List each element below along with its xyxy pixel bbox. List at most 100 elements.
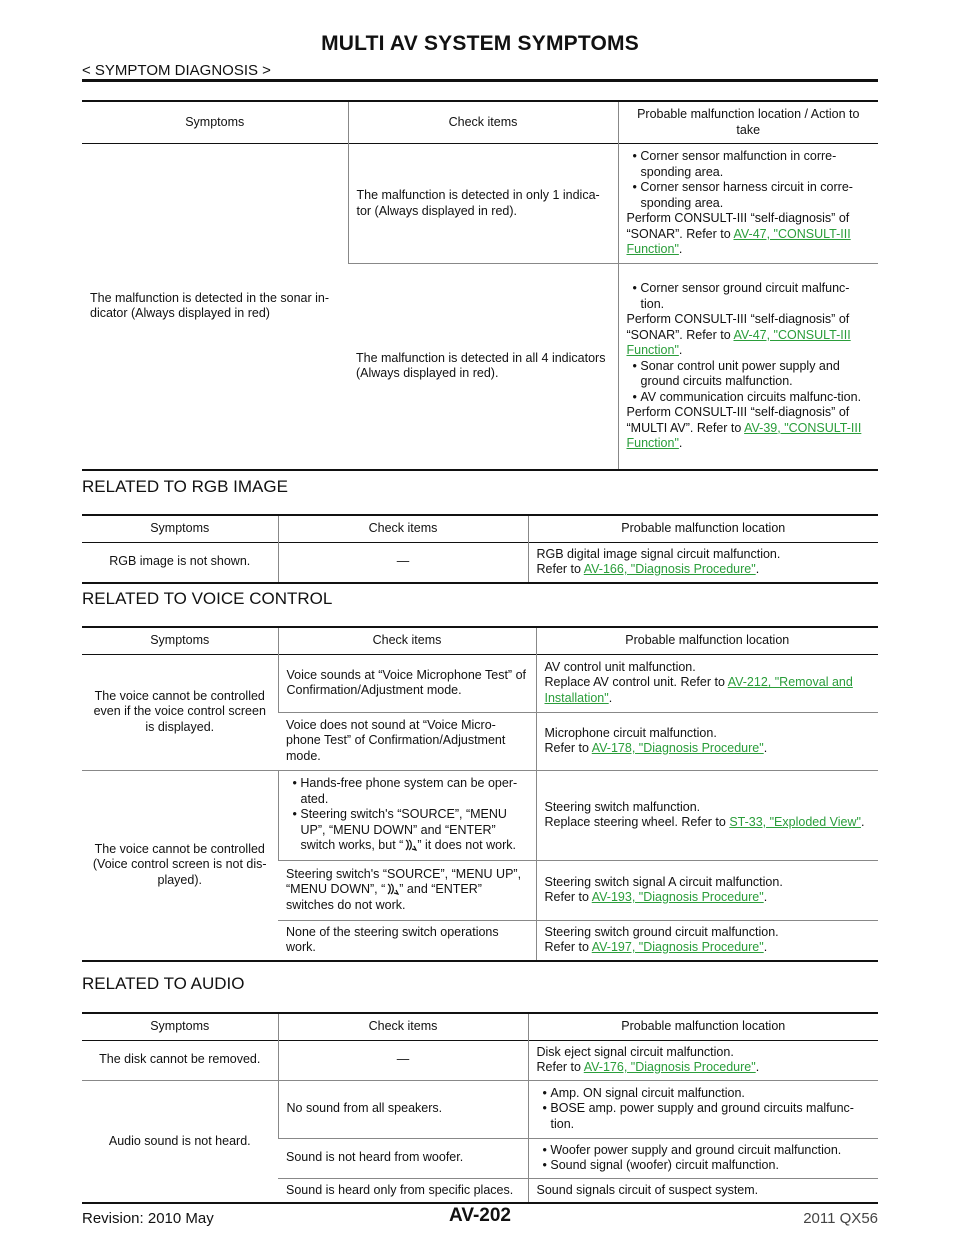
table-header-row: Symptoms Check items Probable malfunctio… [82, 1013, 878, 1040]
check-cell: Voice does not sound at “Voice Micro-pho… [286, 717, 506, 763]
header-probable-location: Probable malfunction location / Action t… [617, 101, 878, 144]
check-cell: Voice sounds at “Voice Microphone Test” … [277, 654, 536, 712]
header-rule [82, 79, 878, 82]
table-row: The disk cannot be removed. — Disk eject… [82, 1040, 878, 1080]
section-heading-rgb: RELATED TO RGB IMAGE [82, 477, 288, 496]
check-cell: The malfunction is detected in only 1 in… [347, 143, 618, 264]
instruction-text: Perform CONSULT-III “self-diagnosis” of … [626, 211, 850, 241]
check-cell: The malfunction is detected in all 4 ind… [356, 350, 606, 381]
table-row: The malfunction is detected in the sonar… [82, 143, 878, 320]
list-item: Woofer power supply and ground circuit m… [537, 1143, 871, 1159]
list-item: Sonar control unit power supply and grou… [627, 359, 871, 390]
check-text: ” and “ENTER” switches do not work. [286, 882, 482, 912]
link-av-176[interactable]: AV-176, "Diagnosis Procedure" [583, 1060, 756, 1074]
location-cell: Steering switch ground circuit malfuncti… [535, 920, 878, 961]
link-av-39[interactable]: AV-39, "CONSULT-III Function" [626, 420, 862, 451]
header-check-items: Check items [347, 101, 618, 144]
location-cell: Steering switch malfunction. Replace ste… [535, 770, 878, 860]
location-cell: Corner sensor malfunction in corre-spond… [617, 143, 878, 264]
list-item: BOSE amp. power supply and ground circui… [537, 1101, 871, 1132]
check-cell: Steering switch's “SOURCE”, “MENU UP”, “… [278, 860, 536, 920]
vehicle-model: 2011 QX56 [803, 1210, 878, 1227]
link-av-47[interactable]: AV-47, "CONSULT-III Function" [626, 226, 851, 257]
header-symptoms: Symptoms [150, 1019, 210, 1033]
header-check-items: Check items [277, 627, 536, 654]
check-cell: Sound is not heard from woofer. [286, 1150, 464, 1165]
table-row: RGB image is not shown. — RGB digital im… [82, 542, 878, 583]
location-text: Disk eject signal circuit malfunction. [536, 1044, 734, 1059]
header-check-items: Check items [277, 1013, 528, 1040]
table-header-row: Symptoms Check items Probable malfunctio… [82, 515, 878, 542]
refer-text: Refer to [544, 940, 592, 954]
location-text: Steering switch ground circuit malfuncti… [544, 924, 779, 939]
page-title: MULTI AV SYSTEM SYMPTOMS [321, 32, 639, 55]
list-item: AV communication circuits malfunc-tion. [627, 390, 871, 406]
table-row: The voice cannot be controlled even if t… [82, 654, 878, 734]
rgb-symptoms-table: Symptoms Check items Probable malfunctio… [82, 514, 878, 584]
table-row: Sound is not heard from woofer. Woofer p… [82, 1138, 878, 1178]
table-row: Steering switch's “SOURCE”, “MENU UP”, “… [82, 860, 878, 920]
location-cell: AV control unit malfunction. Replace AV … [535, 654, 878, 712]
table-header-row: Symptoms Check items Probable malfunctio… [82, 101, 878, 144]
symptom-cell: The voice cannot be controlled (Voice co… [92, 841, 267, 887]
bullet-text: Steering switch's “SOURCE”, “MENU UP”, “… [300, 807, 507, 853]
location-cell: Disk eject signal circuit malfunction. R… [527, 1040, 878, 1080]
location-cell: RGB digital image signal circuit malfunc… [527, 542, 878, 583]
link-av-166[interactable]: AV-166, "Diagnosis Procedure" [583, 562, 756, 576]
section-heading-audio: RELATED TO AUDIO [82, 974, 245, 993]
instruction-text: Perform CONSULT-III “self-diagnosis” of … [626, 405, 850, 435]
symptom-cell: The disk cannot be removed. [99, 1052, 261, 1067]
location-cell: Sound signals circuit of suspect system. [527, 1178, 878, 1203]
list-item: Steering switch's “SOURCE”, “MENU UP”, “… [287, 807, 528, 854]
list-item: Corner sensor ground circuit malfunc-tio… [627, 281, 871, 312]
header-symptoms: Symptoms [150, 633, 210, 647]
refer-text: Replace AV control unit. Refer to [544, 675, 728, 690]
link-av-178[interactable]: AV-178, "Diagnosis Procedure" [591, 741, 764, 755]
voice-talk-icon [405, 839, 418, 852]
voice-talk-icon [387, 883, 400, 896]
table-row: Audio sound is not heard. No sound from … [82, 1080, 878, 1148]
list-item: Hands-free phone system can be oper-ated… [287, 776, 528, 807]
list-item: Corner sensor malfunction in corre-spond… [627, 149, 871, 180]
symptom-cell: The voice cannot be controlled even if t… [93, 688, 266, 734]
link-av-193[interactable]: AV-193, "Diagnosis Procedure" [591, 890, 764, 904]
sonar-symptoms-table: Symptoms Check items Probable malfunctio… [82, 100, 878, 471]
header-probable-location: Probable malfunction location [535, 627, 878, 654]
location-text: AV control unit malfunction. [544, 659, 696, 674]
check-cell: No sound from all speakers. [277, 1080, 528, 1138]
location-text: RGB digital image signal circuit malfunc… [536, 546, 781, 561]
link-av-47[interactable]: AV-47, "CONSULT-III Function" [626, 327, 851, 358]
voice-symptoms-table: Symptoms Check items Probable malfunctio… [82, 626, 878, 962]
instruction-text: Perform CONSULT-III “self-diagnosis” of … [626, 312, 850, 342]
link-av-212[interactable]: AV-212, "Removal and Installation" [544, 675, 853, 705]
location-cell: Woofer power supply and ground circuit m… [527, 1138, 878, 1178]
page-number: AV-202 [449, 1205, 511, 1226]
location-cell: Steering switch signal A circuit malfunc… [535, 860, 878, 920]
table-row: Sound is heard only from specific places… [82, 1178, 878, 1203]
location-cell: Amp. ON signal circuit malfunction. BOSE… [527, 1080, 878, 1138]
link-st-33[interactable]: ST-33, "Exploded View" [729, 815, 861, 829]
list-item: Amp. ON signal circuit malfunction. [537, 1086, 871, 1102]
symptom-cell: RGB image is not shown. [109, 554, 251, 569]
header-symptoms: Symptoms [185, 114, 245, 129]
section-heading-voice: RELATED TO VOICE CONTROL [82, 589, 333, 608]
table-row: Voice does not sound at “Voice Micro-pho… [82, 712, 878, 770]
check-cell: — [277, 542, 528, 583]
list-item: Sound signal (woofer) circuit malfunctio… [537, 1158, 871, 1174]
revision-date: Revision: 2010 May [82, 1210, 214, 1227]
refer-text: Refer to [544, 890, 592, 904]
location-text: Steering switch signal A circuit malfunc… [544, 874, 783, 889]
refer-text: Replace steering wheel. Refer to [544, 815, 730, 829]
table-row: The malfunction is detected in all 4 ind… [82, 263, 878, 470]
refer-text: Refer to [544, 741, 592, 755]
refer-text: Refer to [536, 562, 584, 576]
header-symptoms: Symptoms [150, 521, 210, 535]
header-probable-location: Probable malfunction location [527, 515, 878, 542]
link-av-197[interactable]: AV-197, "Diagnosis Procedure" [591, 940, 764, 954]
symptom-cell: The malfunction is detected in the sonar… [90, 290, 330, 321]
table-row: None of the steering switch operations w… [82, 920, 878, 961]
table-row: The voice cannot be controlled (Voice co… [82, 770, 878, 887]
refer-text: Refer to [536, 1060, 584, 1074]
location-text: Microphone circuit malfunction. [544, 725, 717, 740]
header-probable-location: Probable malfunction location [527, 1013, 878, 1040]
